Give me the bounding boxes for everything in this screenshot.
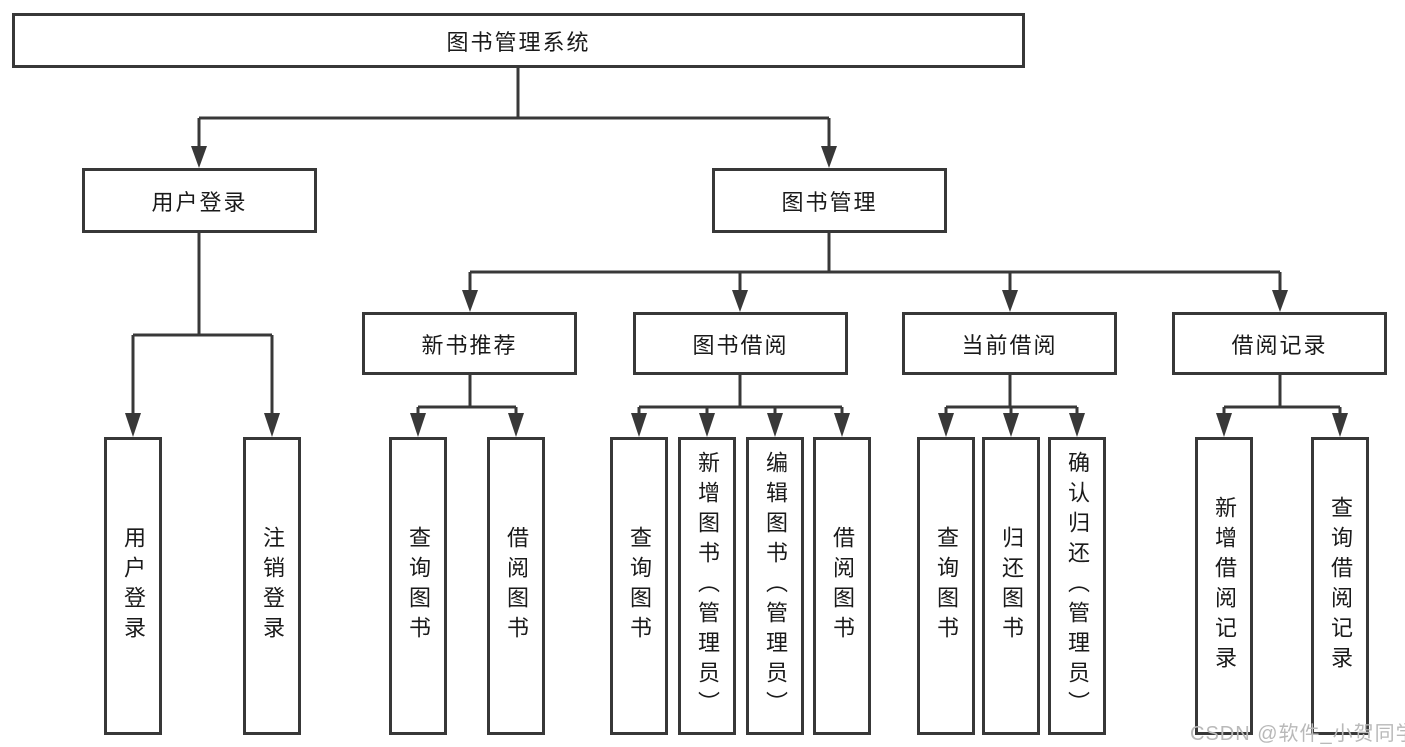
leaf-edit-books-admin: 编辑图书（管理员） [746, 437, 804, 735]
leaf-user-login: 用户登录 [104, 437, 162, 735]
leaf-logout: 注销登录 [243, 437, 301, 735]
node-label: 新增图书（管理员） [695, 451, 720, 721]
node-label: 查询图书 [406, 526, 431, 646]
node-book-management: 图书管理 [712, 168, 947, 233]
node-borrowing-records: 借阅记录 [1172, 312, 1387, 375]
node-user-login: 用户登录 [82, 168, 317, 233]
edge-current-borrowing-to-leaves [938, 375, 1085, 437]
node-label: 归还图书 [999, 526, 1024, 646]
csdn-watermark: CSDN @软件_小贺同学 [1190, 723, 1405, 745]
leaf-return-books: 归还图书 [982, 437, 1040, 735]
node-label: 新增借阅记录 [1212, 496, 1237, 676]
node-label: 编辑图书（管理员） [763, 451, 788, 721]
leaf-query-books-borrowing: 查询图书 [610, 437, 668, 735]
node-label: 查询图书 [627, 526, 652, 646]
leaf-add-books-admin: 新增图书（管理员） [678, 437, 736, 735]
node-new-book-recommend: 新书推荐 [362, 312, 577, 375]
node-label: 确认归还（管理员） [1065, 451, 1090, 721]
leaf-confirm-return-admin: 确认归还（管理员） [1048, 437, 1106, 735]
edge-root-to-level2 [191, 68, 837, 168]
edge-new-book-recommend-to-leaves [410, 375, 524, 437]
node-label: 当前借阅 [961, 332, 1058, 358]
edge-book-management-to-level3 [462, 233, 1288, 312]
leaf-borrow-books-borrowing: 借阅图书 [813, 437, 871, 735]
node-label: 用户登录 [121, 526, 146, 646]
leaf-query-borrow-record: 查询借阅记录 [1311, 437, 1369, 735]
leaf-query-books-recommend: 查询图书 [389, 437, 447, 735]
node-book-borrowing: 图书借阅 [633, 312, 848, 375]
node-label: 查询图书 [934, 526, 959, 646]
node-label: 图书借阅 [692, 332, 789, 358]
edge-book-borrowing-to-leaves [631, 375, 850, 437]
node-label: 借阅记录 [1231, 332, 1328, 358]
node-label: 查询借阅记录 [1328, 496, 1353, 676]
node-label: 注销登录 [260, 526, 285, 646]
node-system-root: 图书管理系统 [12, 13, 1025, 68]
edge-borrowing-records-to-leaves [1216, 375, 1348, 437]
leaf-add-borrow-record: 新增借阅记录 [1195, 437, 1253, 735]
node-current-borrowing: 当前借阅 [902, 312, 1117, 375]
leaf-query-books-current: 查询图书 [917, 437, 975, 735]
node-label: 图书管理 [781, 189, 878, 215]
leaf-borrow-books-recommend: 借阅图书 [487, 437, 545, 735]
node-label: 图书管理系统 [446, 29, 591, 55]
node-label: 用户登录 [151, 189, 248, 215]
node-label: 借阅图书 [830, 526, 855, 646]
node-label: 借阅图书 [504, 526, 529, 646]
edge-user-login-to-leaves [125, 233, 280, 437]
node-label: 新书推荐 [421, 332, 518, 358]
